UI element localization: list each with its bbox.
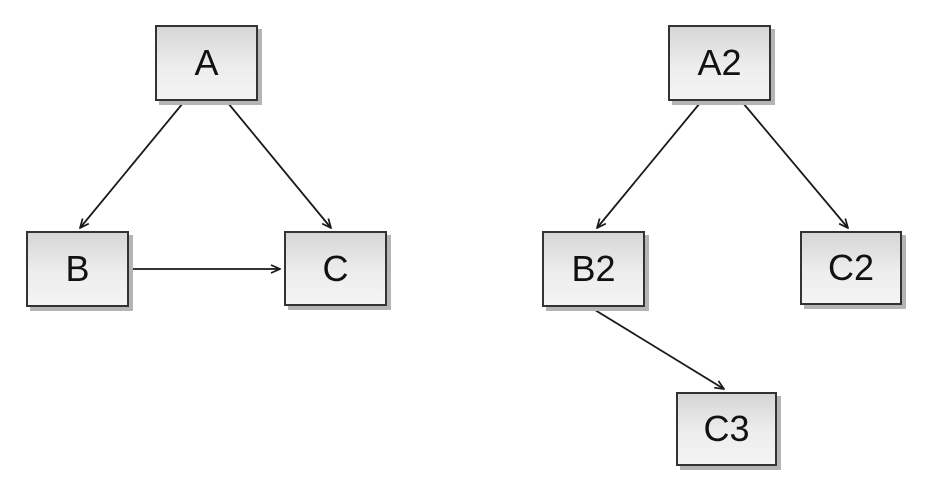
node-label-A: A	[194, 42, 219, 83]
node-B2[interactable]: B2	[542, 231, 645, 307]
node-label-B2: B2	[571, 248, 616, 289]
edge-A-C[interactable]	[227, 102, 331, 228]
edge-A-B[interactable]	[80, 102, 184, 228]
node-C[interactable]: C	[284, 231, 387, 306]
node-label-C2: C2	[827, 247, 875, 288]
node-label-B: B	[65, 248, 90, 289]
node-C3[interactable]: C3	[676, 392, 777, 466]
node-label-C: C	[322, 247, 349, 289]
node-label-A2: A2	[697, 42, 742, 83]
edge-A2-C2[interactable]	[742, 102, 848, 228]
node-A[interactable]: A	[155, 25, 258, 101]
node-label-C3: C3	[703, 408, 750, 449]
node-C2[interactable]: C2	[800, 231, 902, 305]
edge-A2-B2[interactable]	[597, 102, 701, 228]
node-A2[interactable]: A2	[668, 25, 771, 101]
edge-B2-C3[interactable]	[594, 309, 724, 389]
node-B[interactable]: B	[26, 231, 129, 307]
